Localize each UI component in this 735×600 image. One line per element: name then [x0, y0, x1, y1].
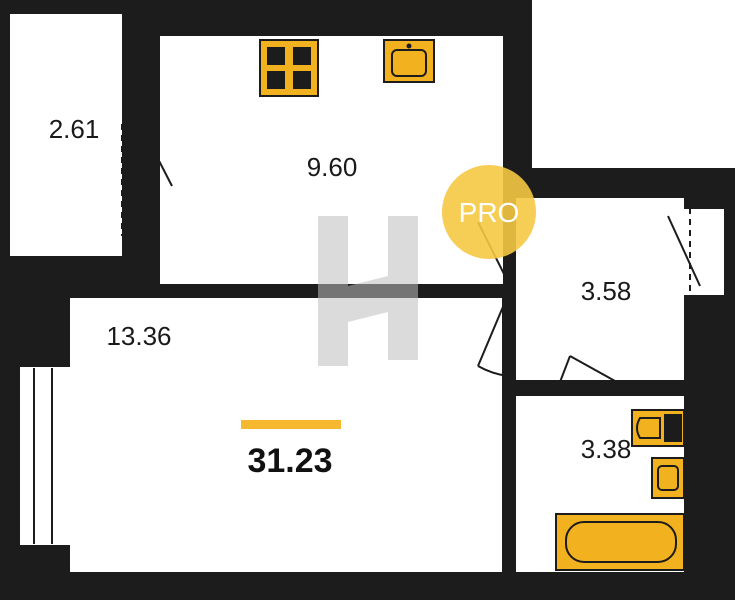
kitchen-sink-icon	[383, 39, 435, 83]
watermark-logo	[318, 216, 418, 366]
window-icon	[20, 365, 70, 547]
room-area-bathroom: 3.38	[581, 434, 632, 464]
washbasin-icon	[651, 457, 685, 499]
wall-hall-bath-left	[516, 380, 556, 396]
pro-badge: PRO	[442, 165, 536, 259]
badge-text: PRO	[459, 197, 520, 228]
room-storage	[10, 14, 122, 256]
wall-hall-bath-right	[626, 380, 684, 396]
rooms	[10, 14, 684, 572]
door-swing-icon	[121, 123, 173, 237]
room-living	[70, 298, 502, 572]
room-area-living: 13.36	[106, 321, 171, 351]
bathtub-icon	[555, 513, 685, 571]
toilet-icon	[631, 409, 685, 447]
total-area: 31.23	[247, 442, 332, 480]
door-swing-icon	[555, 355, 627, 396]
wall-living-right	[502, 286, 516, 582]
total-area-accent-bar	[241, 420, 341, 429]
room-hallway	[516, 198, 684, 380]
room-area-hallway: 3.58	[581, 276, 632, 306]
door-swing-icon	[667, 207, 724, 297]
partitions	[122, 242, 684, 582]
stove-icon	[259, 39, 319, 97]
room-area-storage: 2.61	[49, 114, 100, 144]
room-area-kitchen: 9.60	[307, 152, 358, 182]
wall-storage-bottom	[122, 242, 160, 256]
door-swing-icon	[477, 297, 516, 377]
